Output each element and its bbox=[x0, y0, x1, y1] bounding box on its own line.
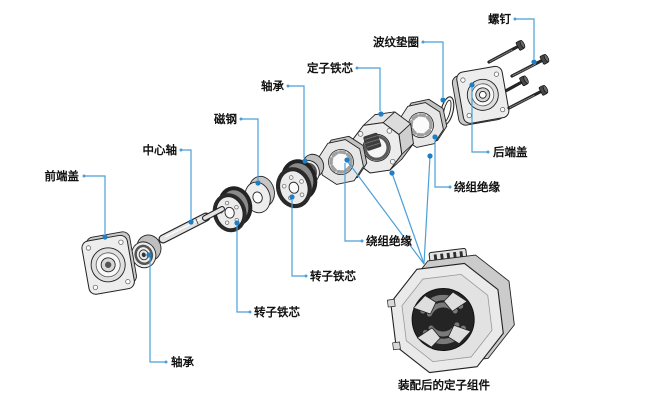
center-shaft-part bbox=[158, 206, 225, 244]
label-bearing-top: 轴承 bbox=[261, 79, 284, 93]
leader-winding-insulation-right bbox=[434, 140, 449, 188]
labels-layer: 前端盖 中心轴 磁钢 轴承 定子铁芯 波纹垫圈 螺钉 后端盖 绕组绝缘 绕组绝缘… bbox=[45, 12, 528, 392]
label-rotor-core-right: 转子铁芯 bbox=[310, 269, 356, 283]
leader-front-end-cover bbox=[84, 175, 106, 234]
leader-magnet bbox=[241, 118, 259, 180]
leader-bearing-bottom bbox=[149, 258, 165, 363]
rear-end-cover-part bbox=[451, 65, 510, 126]
assembled-stator-part bbox=[387, 247, 515, 374]
leader-winding-insulation-left bbox=[344, 163, 361, 242]
winding-insulation-front-part bbox=[318, 135, 368, 185]
front-end-cover-part bbox=[81, 231, 137, 295]
label-assembled-caption: 装配后的定子组件 bbox=[397, 378, 490, 392]
leader-converge-1 bbox=[347, 161, 425, 265]
leader-wave-washer bbox=[423, 41, 444, 97]
leader-lines bbox=[82, 17, 537, 364]
leader-converge-2 bbox=[391, 172, 425, 265]
winding-insulation-rear-part bbox=[398, 98, 448, 148]
label-winding-insulation-right: 绕组绝缘 bbox=[454, 180, 500, 194]
leader-stator-core bbox=[357, 67, 381, 111]
label-center-shaft: 中心轴 bbox=[143, 143, 178, 157]
label-magnet: 磁钢 bbox=[214, 112, 237, 126]
label-rear-end-cover: 后端盖 bbox=[493, 145, 528, 159]
leader-rotor-core-left bbox=[236, 226, 249, 313]
label-bearing-bottom: 轴承 bbox=[171, 355, 194, 369]
leader-rotor-core-right bbox=[291, 200, 305, 277]
screw-icon bbox=[487, 40, 526, 64]
label-winding-insulation-left: 绕组绝缘 bbox=[366, 234, 412, 248]
label-rotor-core-left: 转子铁芯 bbox=[254, 305, 300, 319]
label-wave-washer: 波纹垫圈 bbox=[373, 35, 419, 49]
leader-screws bbox=[515, 18, 535, 59]
leader-converge-3 bbox=[423, 155, 431, 265]
rotor-core-rear-part bbox=[275, 159, 318, 209]
leader-rear-end-cover bbox=[471, 88, 487, 153]
label-screws: 螺钉 bbox=[488, 12, 511, 26]
label-stator-core: 定子铁芯 bbox=[307, 61, 353, 75]
screw-icon bbox=[510, 54, 550, 78]
label-front-end-cover: 前端盖 bbox=[45, 169, 80, 183]
leader-bearing-top bbox=[288, 85, 305, 158]
screw-icon bbox=[507, 85, 549, 110]
leader-center-shaft bbox=[181, 149, 192, 219]
